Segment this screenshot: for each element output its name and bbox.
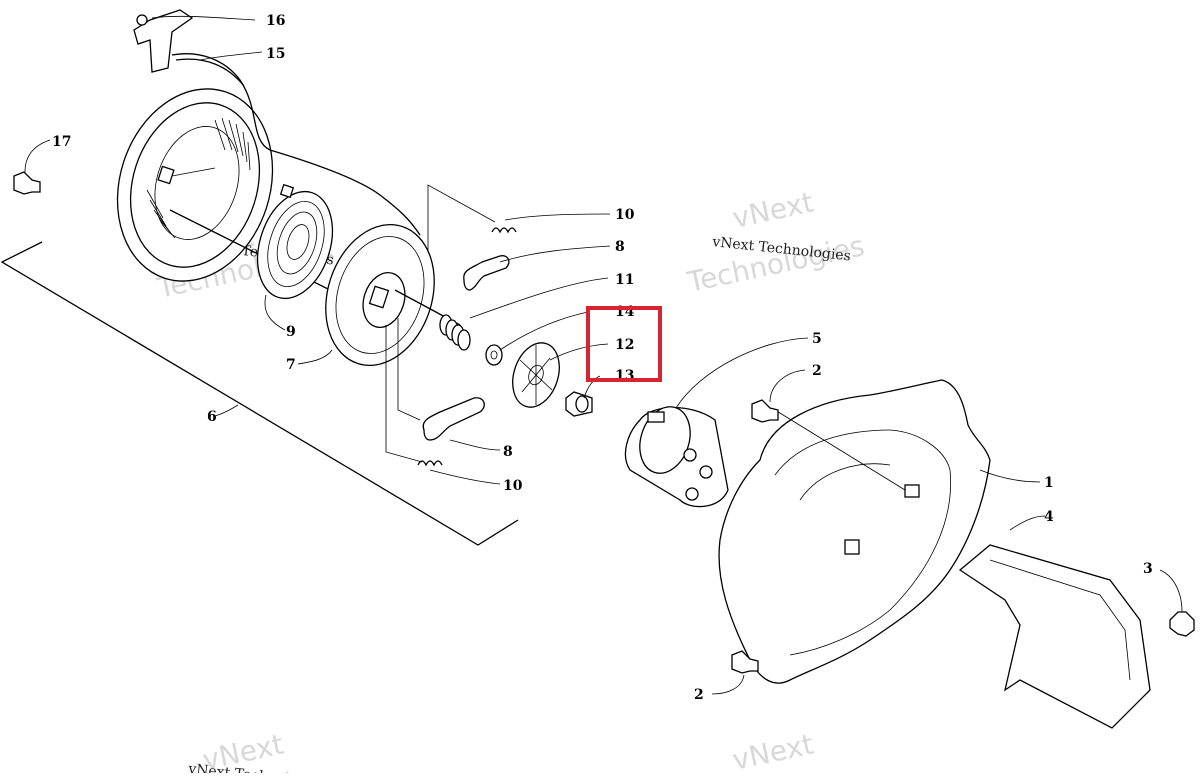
callout-9: 9 xyxy=(286,324,296,340)
center-screw xyxy=(565,391,593,417)
callout-17: 17 xyxy=(52,134,71,150)
callout-12: 12 xyxy=(615,337,634,353)
highlight-box xyxy=(586,306,662,382)
recoil-spring xyxy=(256,183,334,300)
callout-11: 11 xyxy=(615,272,634,288)
pulley-leaders xyxy=(385,184,496,463)
bolt-2-bottom xyxy=(731,650,759,674)
spring-bottom xyxy=(417,460,443,467)
friction-plate xyxy=(512,342,560,408)
pawl-top xyxy=(463,255,510,291)
starter-pulley xyxy=(325,224,461,366)
callout-7: 7 xyxy=(286,357,296,373)
watermark-4a: vNext xyxy=(730,728,817,773)
assembly-bracket xyxy=(0,241,519,546)
callout-8-top: 8 xyxy=(615,239,625,255)
callout-6: 6 xyxy=(207,409,217,425)
callout-8-bottom: 8 xyxy=(503,444,513,460)
callout-10-top: 10 xyxy=(615,207,635,223)
spring-top xyxy=(491,227,517,234)
bolt-2-top xyxy=(751,399,779,423)
callout-10-bottom: 10 xyxy=(503,478,523,494)
callout-5: 5 xyxy=(812,331,822,347)
callout-4: 4 xyxy=(1044,509,1054,525)
callout-leaders xyxy=(24,15,1183,695)
starter-handle xyxy=(133,9,421,236)
watermark-2a: vNext xyxy=(730,186,817,235)
coil-spring xyxy=(439,314,471,351)
starter-cup xyxy=(624,406,729,508)
recoil-starter-housing xyxy=(116,88,351,301)
callout-1: 1 xyxy=(1044,475,1054,491)
fan-shroud xyxy=(718,379,991,684)
callout-16: 16 xyxy=(266,13,285,29)
bolt-17 xyxy=(13,171,41,195)
washer xyxy=(485,344,503,366)
callout-2-bottom: 2 xyxy=(694,687,704,703)
pawl-bottom xyxy=(422,397,485,441)
callout-15: 15 xyxy=(266,46,285,62)
air-deflector xyxy=(958,544,1151,729)
callout-3: 3 xyxy=(1143,561,1153,577)
bolt-3 xyxy=(1169,611,1195,637)
callout-2-top: 2 xyxy=(812,363,822,379)
